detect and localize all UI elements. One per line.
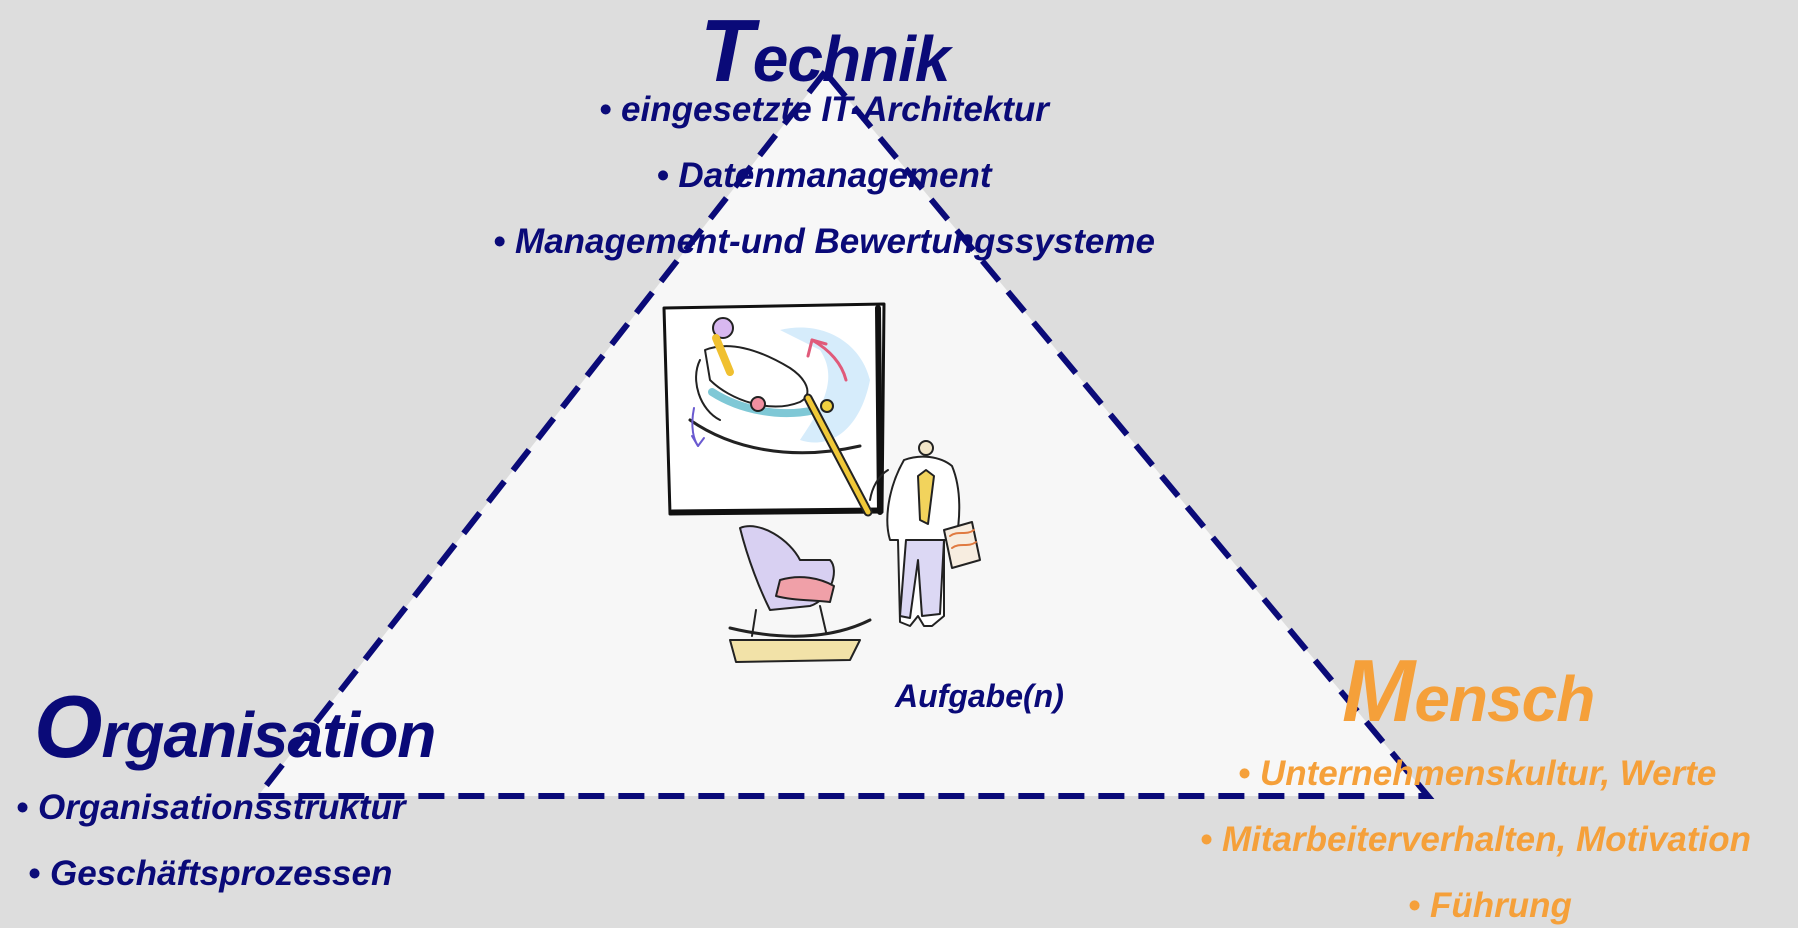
organisation-heading: Organisation: [34, 676, 436, 778]
presenter-illustration: [662, 302, 981, 663]
organisation-item-1: • Organisationsstruktur: [16, 788, 406, 827]
mensch-initial: M: [1342, 641, 1415, 740]
center-label: Aufgabe(n): [895, 678, 1064, 714]
technik-initial: T: [700, 1, 754, 100]
organisation-initial: O: [34, 677, 102, 776]
mensch-heading: Mensch: [1342, 640, 1595, 742]
mensch-item-2: • Mitarbeiterverhalten, Motivation: [1200, 820, 1751, 859]
technik-item-3: • Management-und Bewertungssysteme: [493, 222, 1155, 261]
organisation-item-2: • Geschäftsprozessen: [28, 854, 393, 893]
presenter-figure: [869, 440, 981, 627]
technik-heading: Technik: [700, 0, 951, 102]
technik-item-2: • Datenmanagement: [656, 156, 992, 195]
organisation-title-rest: rganisation: [101, 699, 436, 771]
presentation-board: [662, 302, 886, 516]
technik-item-1: • eingesetzte IT-Architektur: [599, 90, 1049, 129]
mensch-title-rest: ensch: [1414, 663, 1595, 735]
technik-title-rest: echnik: [752, 23, 951, 95]
mensch-item-1: • Unternehmenskultur, Werte: [1238, 754, 1717, 793]
rocking-chair: [728, 525, 872, 663]
mensch-item-3: • Führung: [1408, 886, 1572, 925]
technik-list: • eingesetzte IT-Architektur • Datenmana…: [466, 86, 1182, 284]
